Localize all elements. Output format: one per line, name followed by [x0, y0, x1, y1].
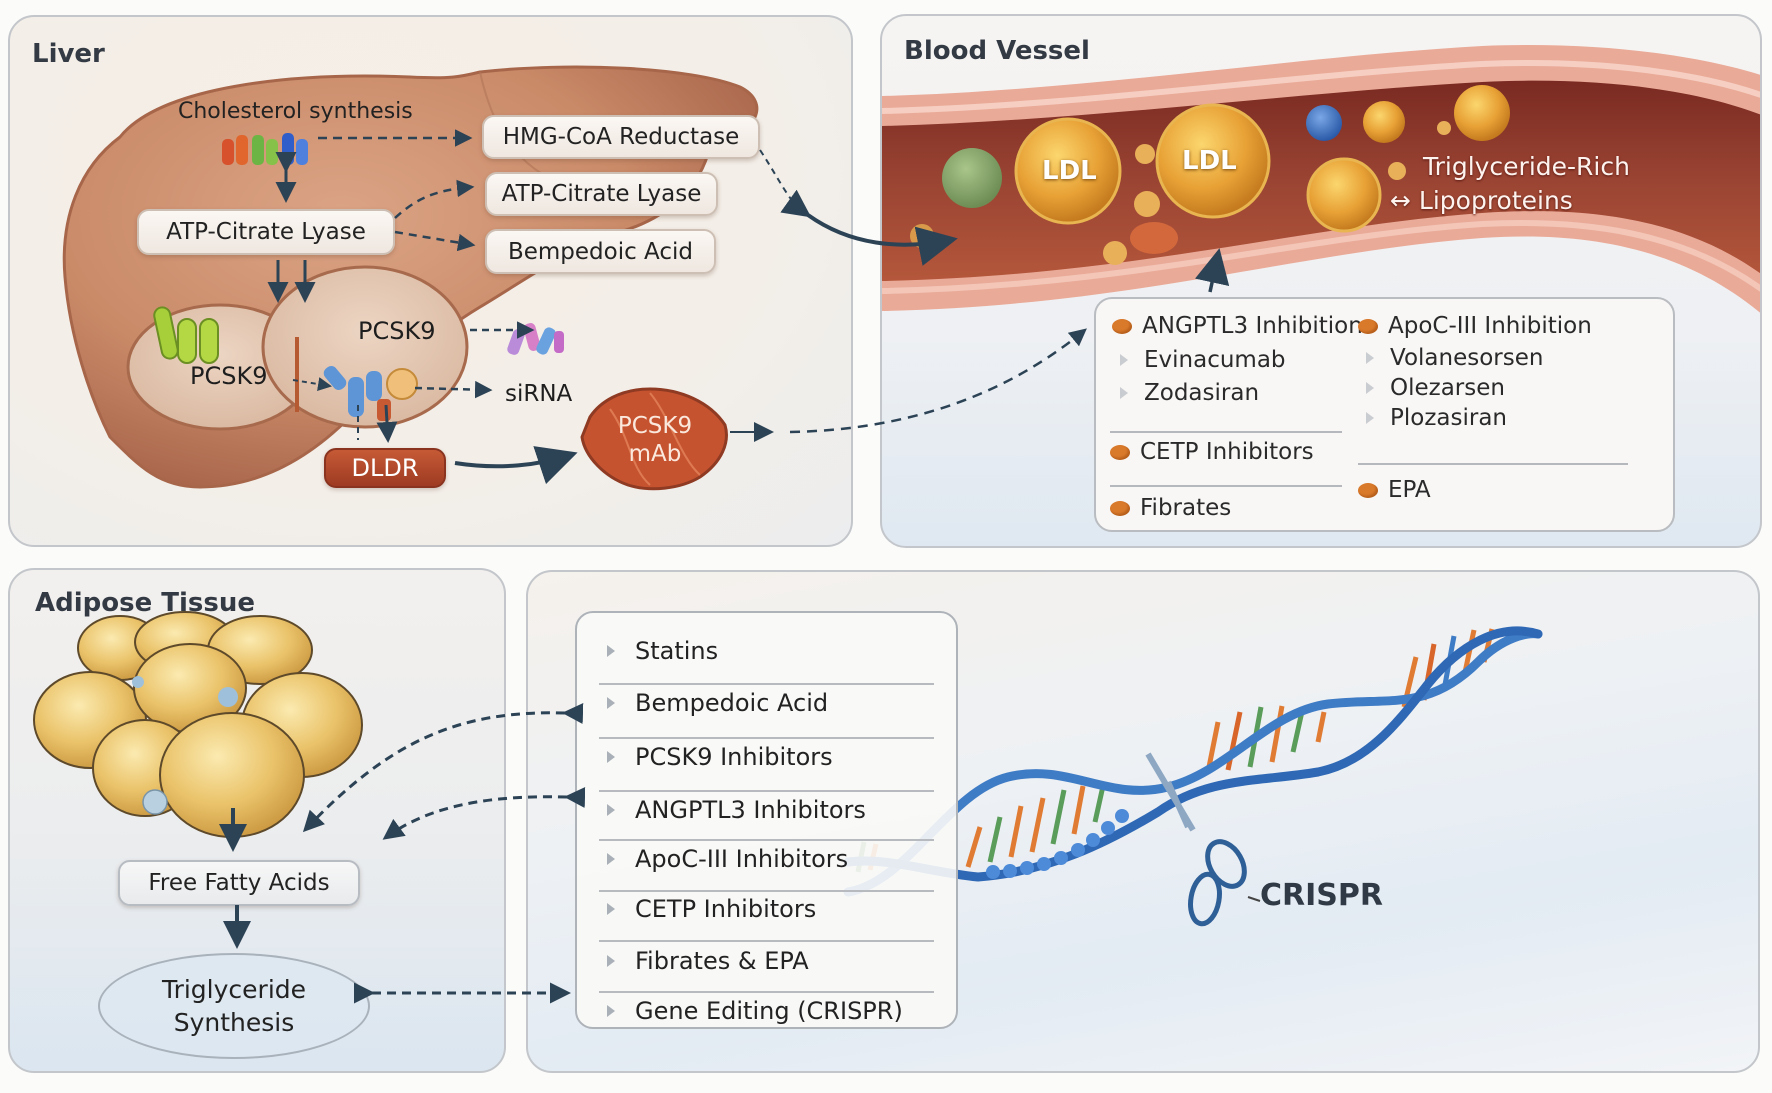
scissors-icon	[1145, 752, 1247, 927]
dna-helix-icon	[843, 626, 1543, 897]
adipose-tissue-title: Adipose Tissue	[35, 588, 256, 618]
ldl-label-1: LDL	[1042, 156, 1097, 186]
divider	[599, 940, 934, 942]
tg-synthesis-line1: Triglyceride	[161, 975, 307, 1004]
pcsk9-label-left: PCSK9	[190, 362, 268, 390]
bullet-icon	[1112, 318, 1132, 334]
caret-right-icon	[607, 645, 615, 657]
trl-particle	[1306, 157, 1382, 233]
drug-agent-olezarsen: Olezarsen	[1366, 375, 1505, 401]
divider	[599, 991, 934, 993]
caret-right-icon	[607, 853, 615, 865]
pcsk9-mab-line1: PCSK9	[617, 413, 693, 439]
therapy-item-statins[interactable]: Statins	[599, 626, 936, 676]
drug-category-angptl3: ANGPTL3 Inhibition	[1112, 313, 1363, 339]
caret-right-icon	[607, 751, 615, 763]
tg-synthesis-line2: Synthesis	[173, 1008, 295, 1037]
sirna-target-protein-icon	[507, 323, 564, 355]
drug-agent-plozasiran: Plozasiran	[1366, 405, 1507, 431]
blood-vessel-illustration	[882, 45, 1760, 313]
crispr-label: CRISPR	[1260, 878, 1383, 913]
bullet-icon	[1110, 444, 1130, 460]
caret-right-icon	[1120, 387, 1128, 399]
therapy-item-cetp-inhibitors[interactable]: CETP Inhibitors	[599, 884, 936, 934]
therapy-item-pcsk9-inhibitors[interactable]: PCSK9 Inhibitors	[599, 732, 936, 782]
divider	[1110, 431, 1342, 433]
atp-citrate-lyase-target-box: ATP-Citrate Lyase	[485, 172, 718, 216]
blood-vessel-title: Blood Vessel	[904, 36, 1090, 66]
divider	[599, 839, 934, 841]
membrane-receptor-icon	[153, 306, 219, 364]
bullet-icon	[1358, 318, 1378, 334]
free-fatty-acids-box: Free Fatty Acids	[118, 860, 360, 906]
trl-label-line2-text: Lipoproteins	[1418, 186, 1573, 215]
caret-right-icon	[1366, 382, 1374, 394]
drug-agent-volanesorsen: Volanesorsen	[1366, 345, 1543, 371]
divider	[1358, 463, 1628, 465]
ldl-label-2: LDL	[1182, 146, 1237, 176]
drug-category-fibrates: Fibrates	[1110, 495, 1231, 521]
pcsk9-mab-label: PCSK9 mAb	[610, 412, 700, 468]
bullet-icon	[1358, 482, 1378, 498]
caret-right-icon	[607, 697, 615, 709]
drug-agent-zodasiran: Zodasiran	[1120, 380, 1259, 406]
liver-panel: Liver Cholesterol synthesis HMG-CoA Redu…	[8, 15, 853, 547]
therapy-list: Statins Bempedoic Acid PCSK9 Inhibitors …	[575, 611, 958, 1029]
blue-lipoprotein	[1306, 105, 1342, 141]
caret-right-icon	[607, 955, 615, 967]
vessel-drug-box: ANGPTL3 Inhibition Evinacumab Zodasiran …	[1094, 297, 1675, 532]
therapy-item-fibrates-epa[interactable]: Fibrates & EPA	[599, 936, 936, 986]
drug-category-cetp: CETP Inhibitors	[1110, 439, 1314, 465]
divider	[1110, 485, 1342, 487]
caret-right-icon	[1120, 354, 1128, 366]
therapy-item-angptl3-inhibitors[interactable]: ANGPTL3 Inhibitors	[599, 785, 936, 835]
divider	[599, 790, 934, 792]
trl-label-line2: ↔ Lipoproteins	[1390, 186, 1573, 215]
caret-right-icon	[607, 903, 615, 915]
pcsk9-mab-line2: mAb	[628, 441, 682, 467]
caret-right-icon	[1366, 412, 1374, 424]
caret-right-icon	[607, 1005, 615, 1017]
hdl-particle	[942, 148, 1002, 208]
sirna-label: siRNA	[505, 381, 573, 407]
therapy-item-gene-editing[interactable]: Gene Editing (CRISPR)	[599, 986, 936, 1036]
pcsk9-lobe-right	[261, 265, 469, 429]
ldl-particle-1	[1014, 117, 1122, 225]
adipose-tissue-panel: Adipose Tissue Free Fatty Acids Triglyce…	[8, 568, 506, 1073]
double-arrow-icon: ↔	[1390, 186, 1411, 215]
dldr-box: DLDR	[324, 448, 446, 488]
bullet-icon	[1110, 500, 1130, 516]
adipocyte	[159, 712, 305, 838]
trl-label-line1: Triglyceride-Rich	[1423, 152, 1630, 181]
therapy-item-bempedoic-acid[interactable]: Bempedoic Acid	[599, 678, 936, 728]
triglyceride-synthesis-ellipse: Triglyceride Synthesis	[98, 953, 370, 1059]
atp-citrate-lyase-box: ATP-Citrate Lyase	[137, 209, 395, 255]
caret-right-icon	[607, 804, 615, 816]
ldl-receptor-complex-icon	[323, 365, 418, 421]
ldl-particle-2	[1155, 103, 1271, 219]
dna-crispr-illustration	[843, 626, 1543, 927]
liver-title: Liver	[32, 39, 105, 69]
caret-right-icon	[1366, 352, 1374, 364]
therapy-item-apoc3-inhibitors[interactable]: ApoC-III Inhibitors	[599, 834, 936, 884]
bempedoic-acid-box: Bempedoic Acid	[485, 229, 716, 274]
drug-category-apoc3: ApoC-III Inhibition	[1358, 313, 1592, 339]
divider	[599, 890, 934, 892]
hmg-coa-reductase-box: HMG-CoA Reductase	[482, 115, 760, 159]
divider	[599, 683, 934, 685]
pcsk9-label-right: PCSK9	[358, 317, 436, 345]
drug-agent-evinacumab: Evinacumab	[1120, 347, 1286, 373]
cholesterol-synthesis-label: Cholesterol synthesis	[178, 99, 413, 124]
drug-category-epa: EPA	[1358, 477, 1431, 503]
divider	[599, 737, 934, 739]
